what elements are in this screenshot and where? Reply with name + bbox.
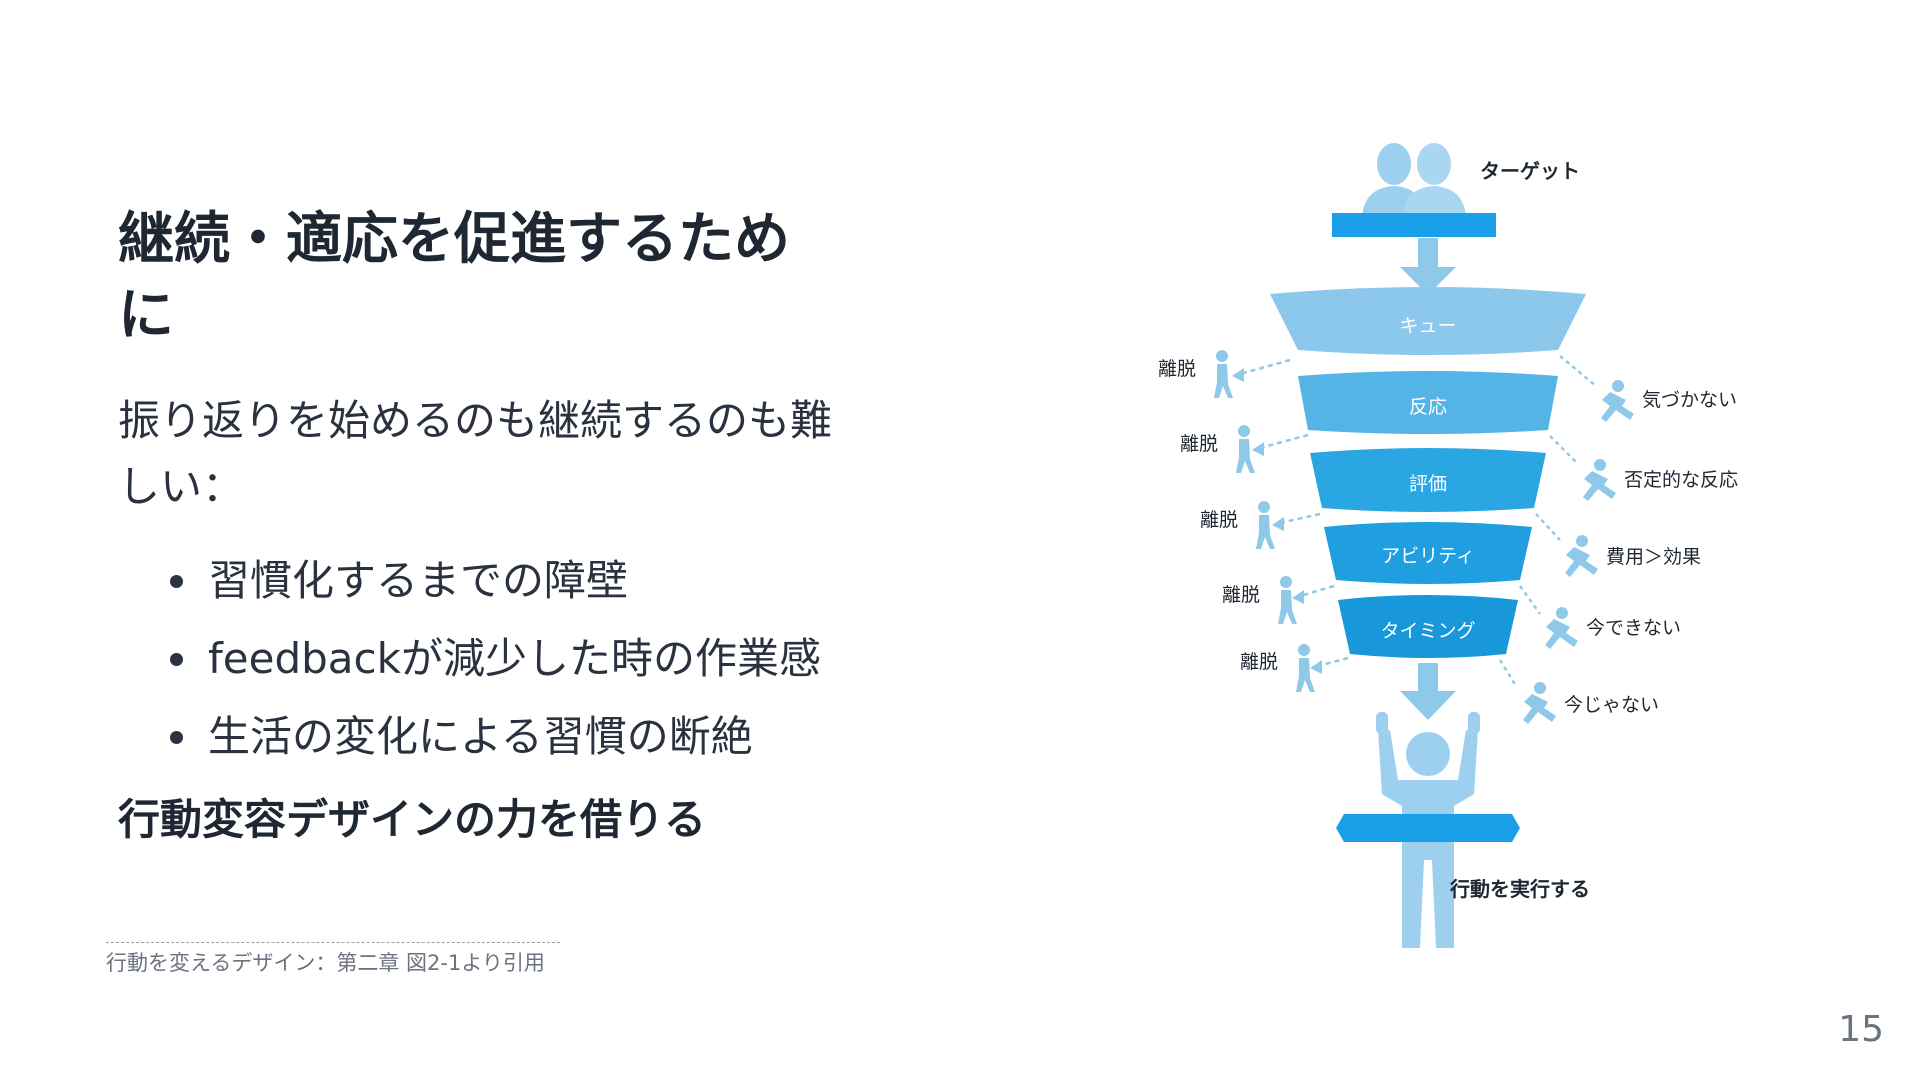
bullet-dot-icon [170, 575, 183, 588]
falling-person-icon [1583, 459, 1616, 501]
bullet-text: 習慣化するまでの障壁 [208, 556, 628, 605]
leaving-person-icon [1236, 425, 1255, 473]
leaving-person-icon [1214, 350, 1233, 398]
failure-reason: 今じゃない [1564, 694, 1659, 716]
bullet-item: 生活の変化による習慣の断絶 [118, 698, 878, 776]
page-number: 15 [1838, 1009, 1884, 1050]
arrow-down-icon [1400, 238, 1456, 295]
citation-footnote: 行動を変えるデザイン：第二章 図2-1より引用 [106, 942, 560, 977]
failure-reason: 気づかない [1642, 389, 1737, 411]
exit-label: 離脱 [1180, 433, 1218, 455]
funnel-svg: ターゲット キュー 反応 評価 アビリティ タイミング [1140, 130, 1790, 960]
bullet-text: 生活の変化による習慣の断絶 [208, 712, 753, 761]
bullet-list: 習慣化するまでの障壁 feedbackが減少した時の作業感 生活の変化による習慣… [118, 542, 878, 776]
outcome-label: 行動を実行する [1449, 877, 1590, 901]
bullet-dot-icon [170, 731, 183, 744]
failure-reason: 否定的な反応 [1624, 469, 1738, 491]
target-people-icon [1362, 143, 1466, 217]
failure-reason: 費用＞効果 [1606, 546, 1701, 568]
intro-text: 振り返りを始めるのも継続するのも難しい： [118, 388, 858, 520]
arrow-down-icon [1400, 663, 1456, 720]
falling-person-icon [1601, 380, 1634, 422]
emphasis-text: 行動変容デザインの力を借りる [118, 790, 706, 850]
stage-label-cue: キュー [1399, 315, 1456, 337]
falling-person-icon [1523, 682, 1556, 724]
falling-person-icon [1545, 607, 1578, 649]
bullet-text: feedbackが減少した時の作業感 [208, 634, 821, 683]
bullet-item: feedbackが減少した時の作業感 [118, 620, 878, 698]
target-banner [1332, 213, 1496, 237]
exit-label: 離脱 [1158, 358, 1196, 380]
finish-banner [1336, 814, 1520, 842]
target-label: ターゲット [1480, 159, 1580, 183]
bullet-dot-icon [170, 653, 183, 666]
stage-label-ability: アビリティ [1381, 545, 1475, 567]
bullet-item: 習慣化するまでの障壁 [118, 542, 878, 620]
stage-label-timing: タイミング [1380, 620, 1475, 642]
exit-label: 離脱 [1200, 509, 1238, 531]
leaving-person-icon [1278, 576, 1297, 624]
falling-person-icon [1565, 535, 1598, 577]
failure-reason: 今できない [1586, 617, 1681, 639]
stage-label-evaluation: 評価 [1409, 473, 1447, 495]
slide-title: 継続・適応を促進するために [118, 202, 838, 354]
behavior-funnel-diagram: ターゲット キュー 反応 評価 アビリティ タイミング [1140, 130, 1790, 960]
exit-label: 離脱 [1240, 651, 1278, 673]
exit-label: 離脱 [1222, 584, 1260, 606]
stage-label-reaction: 反応 [1409, 396, 1447, 418]
